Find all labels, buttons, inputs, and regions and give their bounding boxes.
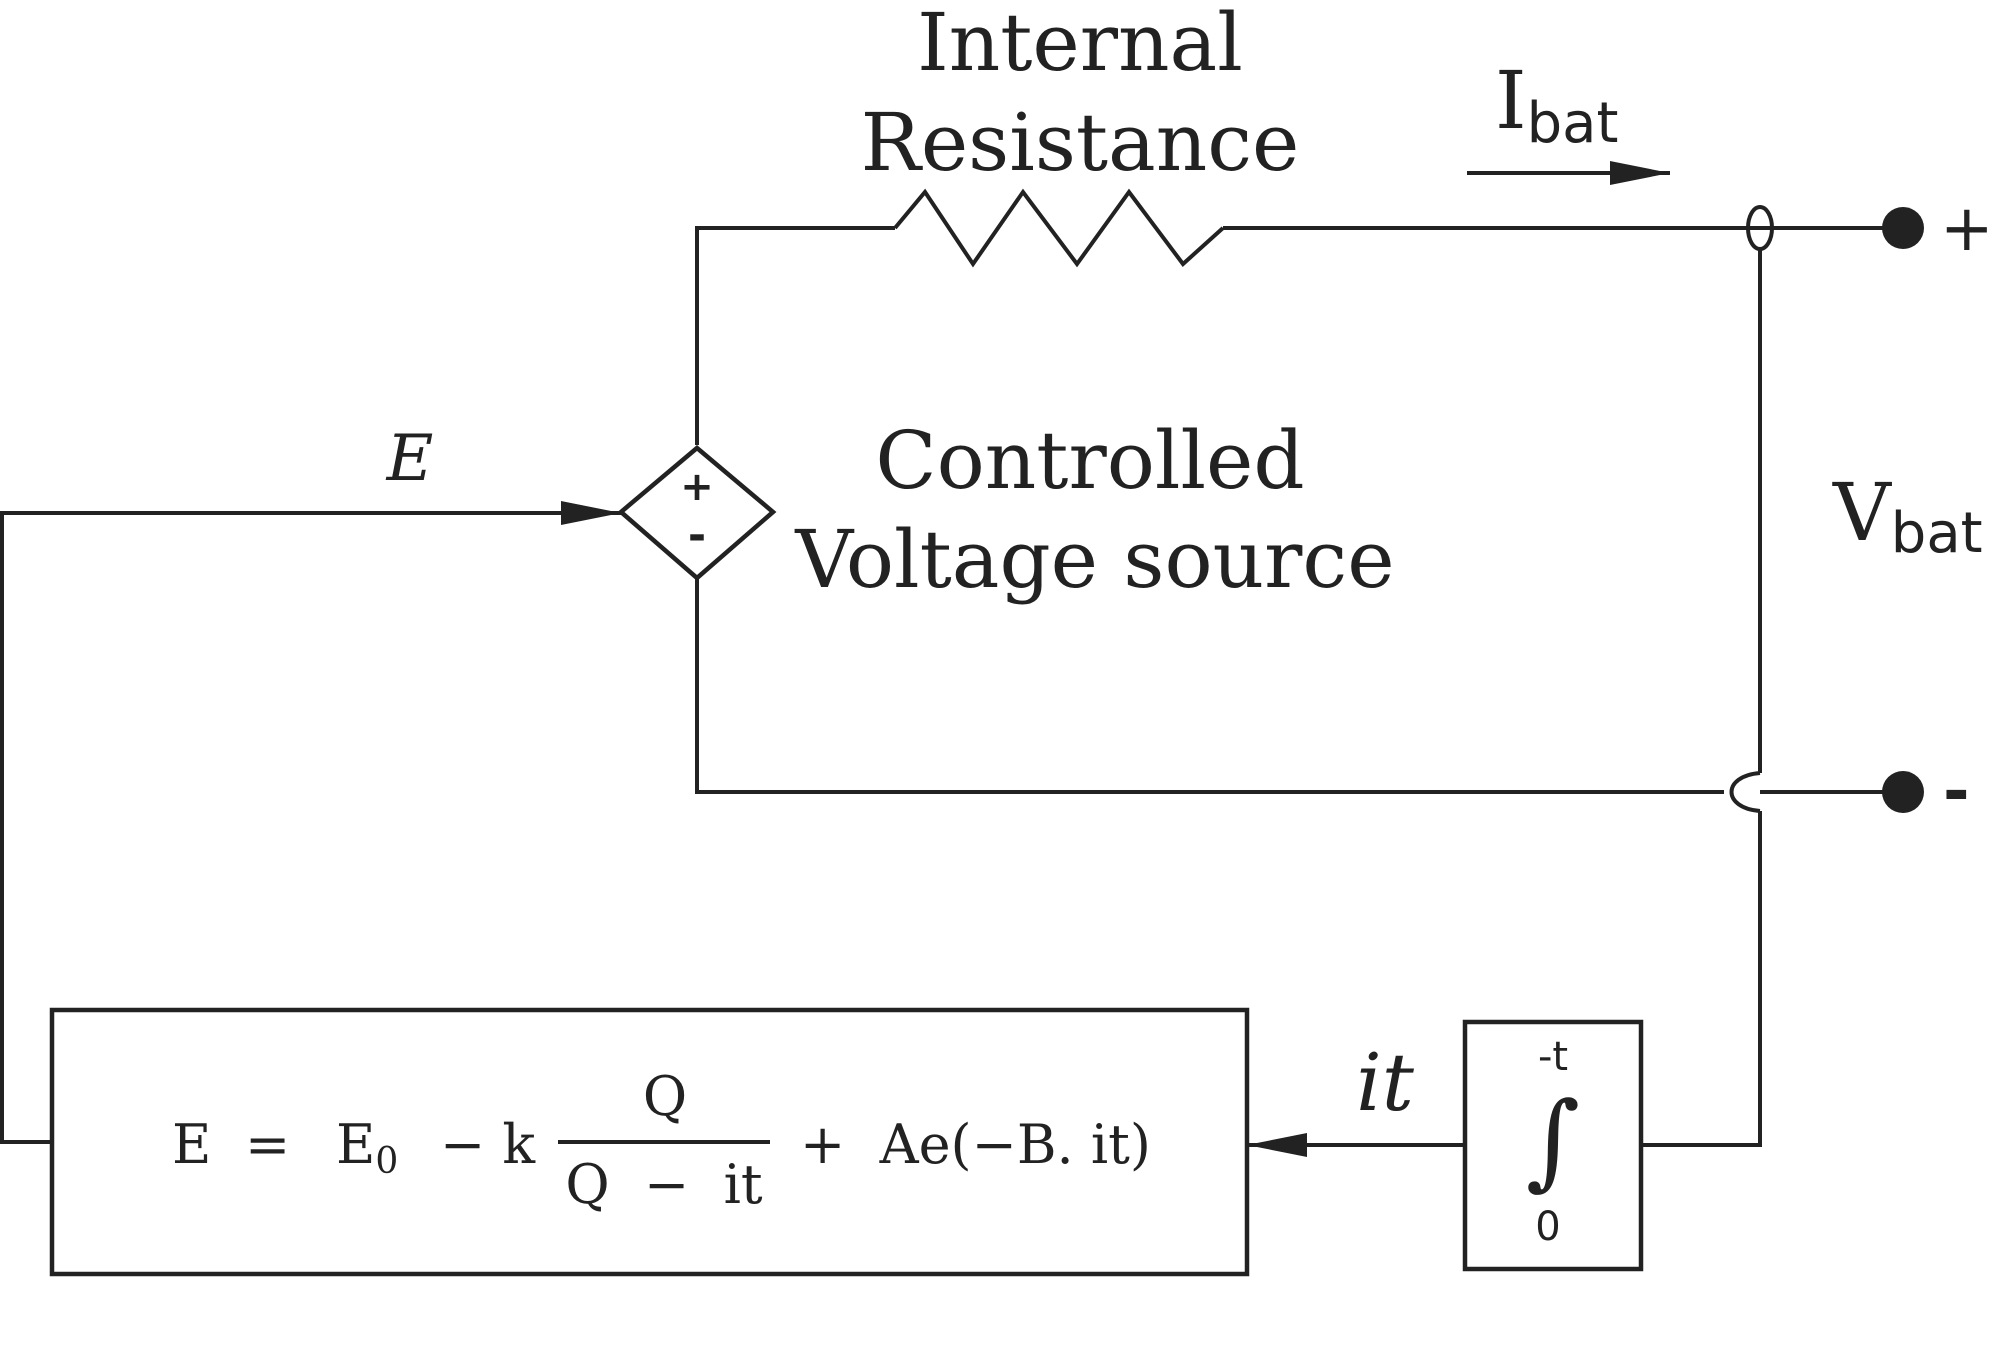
equation-fraction-denominator: Q − it (565, 1153, 762, 1216)
source-label-line1: Controlled (875, 414, 1304, 507)
current-label: Ibat (1495, 54, 1618, 156)
wire-crossover-hop (1729, 771, 1761, 813)
current-label-main: I (1495, 54, 1527, 147)
equation-e0-main: E (336, 1113, 375, 1176)
equation-lhs: E (172, 1113, 211, 1176)
top-wire-left (695, 226, 895, 445)
bottom-wire (695, 578, 1724, 794)
equation-equals: = (245, 1113, 290, 1176)
equation-e0: E0 (336, 1113, 398, 1182)
positive-terminal[interactable] (1882, 207, 1924, 249)
current-label-sub: bat (1527, 91, 1619, 156)
integrator-lower-limit: 0 (1535, 1204, 1560, 1250)
equation-minus-k: − k (440, 1113, 536, 1176)
source-minus-sign: - (688, 510, 706, 561)
negative-terminal-label: - (1943, 755, 1970, 829)
it-signal-label: it (1356, 1036, 1415, 1129)
controlled-voltage-source[interactable] (617, 445, 777, 581)
internal-resistance-label-line2: Resistance (861, 96, 1300, 189)
e-signal-label: E (386, 422, 434, 496)
integrator-upper-limit: -t (1538, 1034, 1568, 1080)
equation-fraction-numerator: Q (643, 1065, 687, 1128)
voltage-label-sub: bat (1891, 501, 1983, 566)
negative-terminal[interactable] (1882, 771, 1924, 813)
voltage-label: Vbat (1832, 466, 1983, 566)
voltage-label-main: V (1832, 466, 1892, 559)
equation-exponential-term: + Ae(−B. it) (800, 1113, 1151, 1176)
integrator-symbol: ∫ (1526, 1079, 1580, 1201)
source-plus-sign: + (680, 464, 714, 510)
sense-wire-lower (1641, 811, 1762, 1147)
equation-e0-sub: 0 (375, 1141, 398, 1182)
source-label-line2: Voltage source (794, 513, 1394, 606)
positive-terminal-label: + (1940, 192, 1992, 266)
internal-resistance-zigzag (893, 188, 1225, 268)
feedback-wire-e (0, 501, 621, 1144)
integrator-block[interactable] (1462, 1019, 1644, 1272)
internal-resistance-label-line1: Internal (917, 0, 1243, 89)
